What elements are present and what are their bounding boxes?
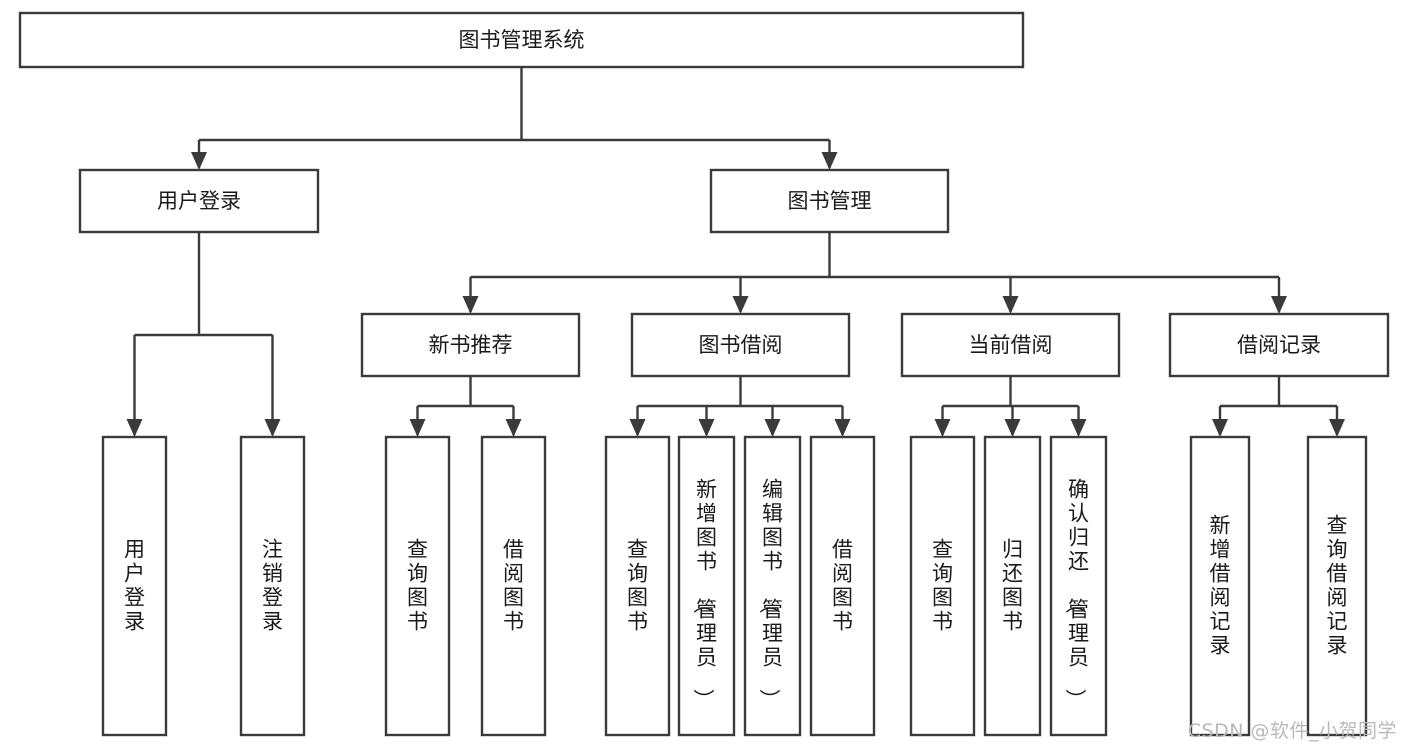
node-leaf-edit-book-label: 编辑图书（管理员）: [757, 478, 783, 710]
arrow-head-icon: [191, 152, 207, 170]
node-leaf-query-book-3-box[interactable]: [909, 435, 976, 737]
node-layer: 图书管理系统用户登录图书管理新书推荐图书借阅当前借阅借阅记录用户登录注销登录查询…: [18, 11, 1390, 737]
node-book-manage[interactable]: 图书管理: [709, 168, 950, 234]
node-leaf-user-logout-label: 注销登录: [262, 538, 283, 634]
arrow-head-icon: [834, 419, 851, 437]
node-leaf-add-book-box[interactable]: [677, 435, 736, 737]
node-leaf-borrow-book-1-label: 借阅图书: [503, 538, 524, 634]
arrow-head-icon: [698, 419, 715, 437]
node-leaf-add-record-label: 新增借阅记录: [1210, 514, 1231, 658]
node-leaf-add-record-box[interactable]: [1189, 435, 1251, 737]
node-root-system-label: 图书管理系统: [459, 28, 585, 52]
node-book-manage-label: 图书管理: [788, 189, 872, 213]
arrow-head-icon: [934, 419, 951, 437]
arrow-head-icon: [505, 419, 522, 437]
node-leaf-user-login[interactable]: 用户登录: [101, 435, 168, 737]
edge-bookmanage-bus: [462, 232, 1287, 314]
node-leaf-borrow-book-1-box[interactable]: [480, 435, 547, 737]
node-leaf-return-book-label: 归还图书: [1002, 538, 1023, 634]
connector-layer: [126, 67, 1345, 437]
node-book-borrow-box[interactable]: [630, 312, 851, 378]
node-leaf-query-book-3-label: 查询图书: [932, 538, 953, 634]
node-leaf-add-book[interactable]: 新增图书（管理员）: [677, 435, 736, 737]
node-user-login-box[interactable]: [78, 168, 320, 234]
node-new-book-rec-box[interactable]: [360, 312, 581, 378]
arrow-head-icon: [1002, 296, 1019, 314]
node-new-book-rec-label: 新书推荐: [429, 333, 513, 357]
node-leaf-query-record[interactable]: 查询借阅记录: [1306, 435, 1368, 737]
node-leaf-query-book-2[interactable]: 查询图书: [604, 435, 671, 737]
node-book-manage-box[interactable]: [709, 168, 950, 234]
node-leaf-confirm-return-label: 确认归还（管理员）: [1063, 478, 1089, 710]
edge-userlogin-bus: [126, 232, 281, 437]
node-borrow-record-box[interactable]: [1168, 312, 1390, 378]
node-borrow-record-label: 借阅记录: [1237, 333, 1321, 357]
node-leaf-user-logout[interactable]: 注销登录: [239, 435, 306, 737]
node-current-borrow-label: 当前借阅: [969, 333, 1053, 357]
node-leaf-borrow-book-2[interactable]: 借阅图书: [809, 435, 876, 737]
edge-borrow-bus: [629, 376, 851, 437]
node-leaf-query-book-1-label: 查询图书: [407, 538, 428, 634]
arrow-head-icon: [764, 419, 781, 437]
node-book-borrow-label: 图书借阅: [699, 333, 783, 357]
node-book-borrow[interactable]: 图书借阅: [630, 312, 851, 378]
node-leaf-query-record-box[interactable]: [1306, 435, 1368, 737]
node-current-borrow[interactable]: 当前借阅: [900, 312, 1121, 378]
node-leaf-user-logout-box[interactable]: [239, 435, 306, 737]
arrow-head-icon: [821, 152, 838, 170]
node-leaf-query-book-2-label: 查询图书: [627, 538, 648, 634]
node-leaf-query-book-2-box[interactable]: [604, 435, 671, 737]
node-leaf-query-record-label: 查询借阅记录: [1327, 514, 1348, 658]
node-current-borrow-box[interactable]: [900, 312, 1121, 378]
arrow-head-icon: [1070, 419, 1087, 437]
edge-record-bus: [1212, 376, 1345, 437]
arrow-head-icon: [126, 419, 143, 437]
node-leaf-user-login-box[interactable]: [101, 435, 168, 737]
arrow-head-icon: [1212, 419, 1228, 437]
arrow-head-icon: [409, 419, 426, 437]
edge-current-bus: [934, 376, 1087, 437]
node-borrow-record[interactable]: 借阅记录: [1168, 312, 1390, 378]
node-leaf-borrow-book-2-box[interactable]: [809, 435, 876, 737]
node-leaf-query-book-1[interactable]: 查询图书: [384, 435, 451, 737]
node-leaf-edit-book[interactable]: 编辑图书（管理员）: [743, 435, 802, 737]
node-user-login-label: 用户登录: [157, 189, 241, 213]
node-leaf-add-book-label: 新增图书（管理员）: [691, 478, 717, 710]
node-leaf-query-book-1-box[interactable]: [384, 435, 451, 737]
arrow-head-icon: [629, 419, 646, 437]
node-leaf-borrow-book-1[interactable]: 借阅图书: [480, 435, 547, 737]
arrow-head-icon: [1004, 419, 1021, 437]
arrow-head-icon: [1271, 296, 1287, 314]
arrow-head-icon: [264, 419, 281, 437]
node-leaf-borrow-book-2-label: 借阅图书: [832, 538, 853, 634]
node-leaf-edit-book-box[interactable]: [743, 435, 802, 737]
node-leaf-confirm-return-box[interactable]: [1049, 435, 1108, 737]
arrow-head-icon: [1329, 419, 1345, 437]
node-leaf-query-book-3[interactable]: 查询图书: [909, 435, 976, 737]
edge-root-bus: [191, 67, 838, 170]
node-user-login[interactable]: 用户登录: [78, 168, 320, 234]
node-leaf-add-record[interactable]: 新增借阅记录: [1189, 435, 1251, 737]
edge-newbook-bus: [409, 376, 522, 437]
node-leaf-return-book-box[interactable]: [983, 435, 1042, 737]
arrow-head-icon: [732, 296, 749, 314]
node-new-book-rec[interactable]: 新书推荐: [360, 312, 581, 378]
node-root-system-box[interactable]: [18, 11, 1025, 69]
node-leaf-user-login-label: 用户登录: [124, 538, 145, 634]
node-leaf-confirm-return[interactable]: 确认归还（管理员）: [1049, 435, 1108, 737]
arrow-head-icon: [462, 296, 479, 314]
node-root-system[interactable]: 图书管理系统: [18, 11, 1025, 69]
node-leaf-return-book[interactable]: 归还图书: [983, 435, 1042, 737]
